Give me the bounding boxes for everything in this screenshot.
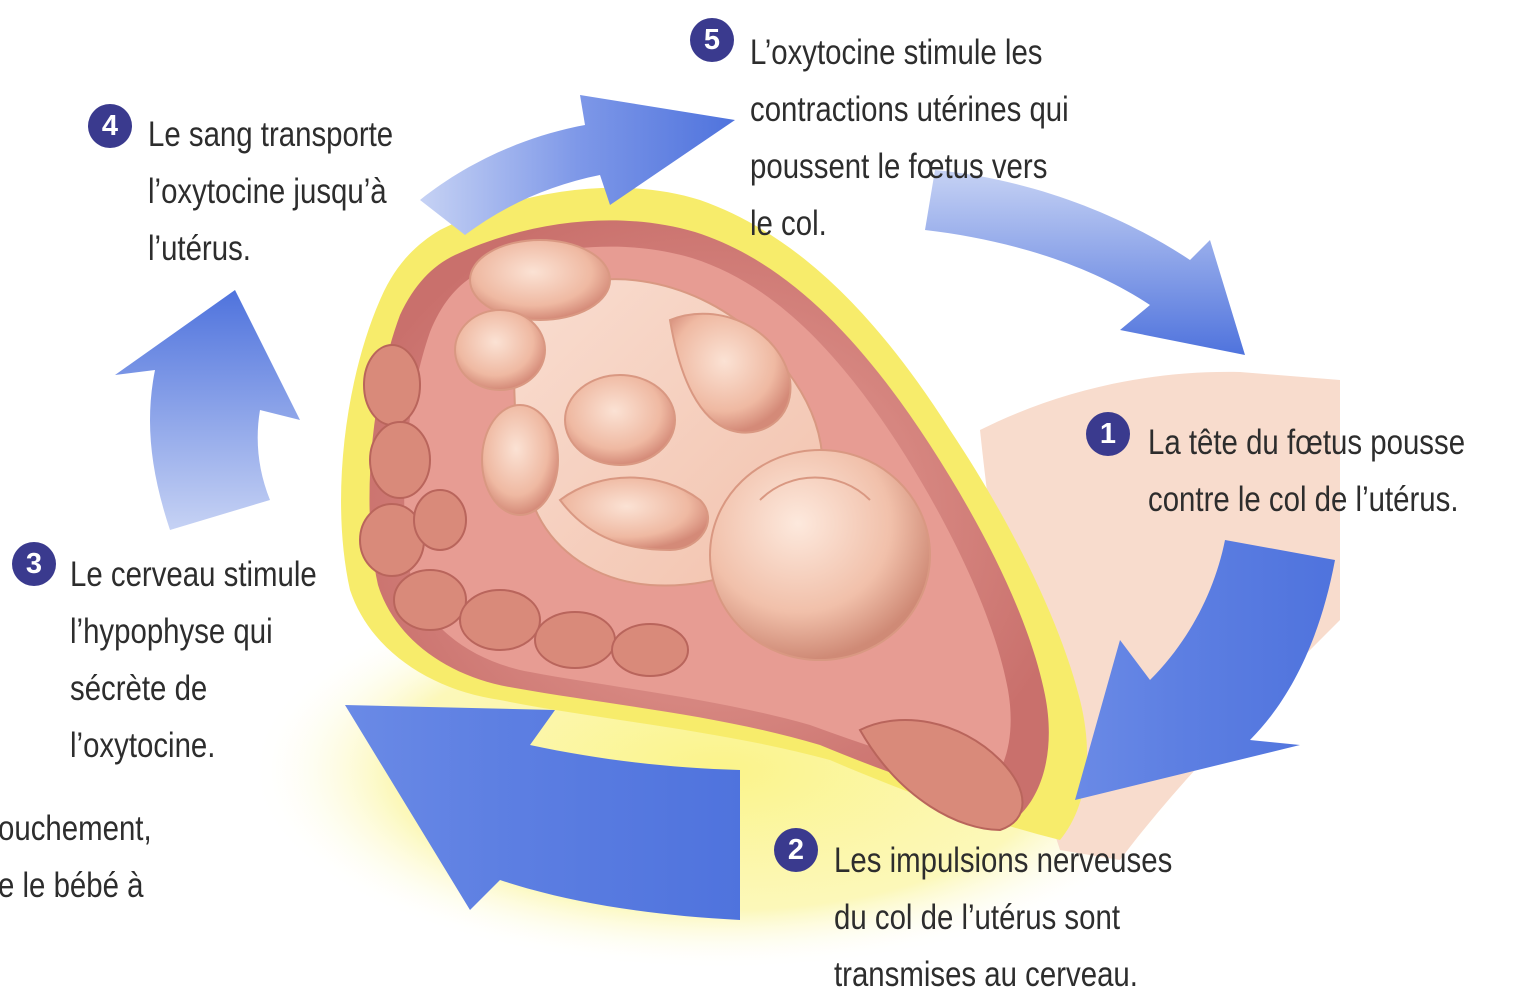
step-text-line: L’oxytocine stimule les [750, 24, 1069, 81]
step-text: Le sang transporte l’oxytocine jusqu’à l… [148, 106, 393, 277]
step-text-line: Le sang transporte [148, 106, 393, 163]
step-text-line: sécrète de [70, 660, 317, 717]
curved-arrow-icon [115, 290, 300, 530]
step-text: L’oxytocine stimule les contractions uté… [750, 24, 1069, 252]
step-number-badge: 3 [12, 542, 56, 586]
step-text-line: contre le col de l’utérus. [1148, 471, 1465, 528]
step-text-line: du col de l’utérus sont [834, 889, 1172, 946]
step-text-line: Le cerveau stimule [70, 546, 317, 603]
step-text: Le cerveau stimule l’hypophyse qui sécrè… [70, 546, 317, 774]
step-text-line: transmises au cerveau. [834, 946, 1172, 1003]
step-number-badge: 4 [88, 104, 132, 148]
cutoff-caption-line: ouchement, [0, 800, 152, 857]
step-text-line: l’hypophyse qui [70, 603, 317, 660]
step-text-line: l’utérus. [148, 220, 393, 277]
step-number-badge: 1 [1086, 412, 1130, 456]
step-text-line: Les impulsions nerveuses [834, 832, 1172, 889]
step-text: La tête du fœtus pousse contre le col de… [1148, 414, 1465, 528]
step-text: Les impulsions nerveuses du col de l’uté… [834, 832, 1172, 1003]
step-text-line: l’oxytocine jusqu’à [148, 163, 393, 220]
step-number-badge: 2 [774, 828, 818, 872]
step-text-line: l’oxytocine. [70, 717, 317, 774]
cutoff-caption: ouchement, e le bébé à [0, 800, 152, 914]
step-text-line: contractions utérines qui [750, 81, 1069, 138]
step-text-line: La tête du fœtus pousse [1148, 414, 1465, 471]
step-number-badge: 5 [690, 18, 734, 62]
cutoff-caption-line: e le bébé à [0, 857, 152, 914]
step-text-line: le col. [750, 195, 1069, 252]
step-text-line: poussent le fœtus vers [750, 138, 1069, 195]
